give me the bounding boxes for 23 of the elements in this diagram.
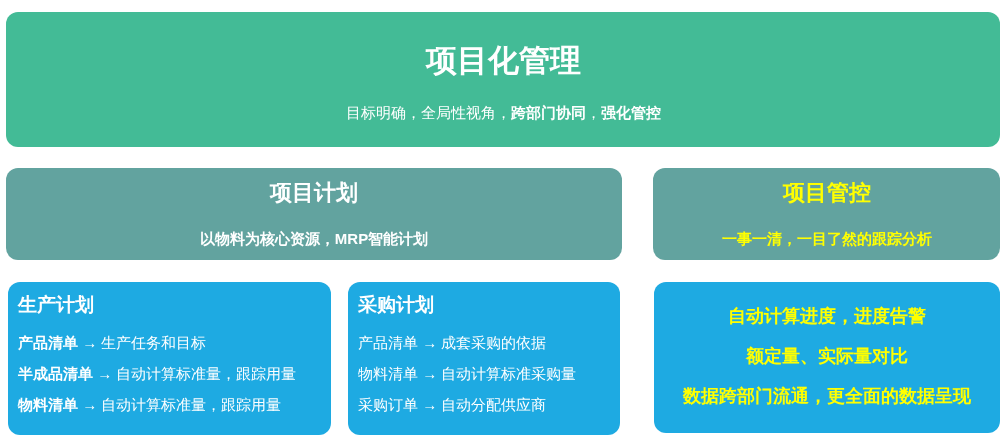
heading: 采购计划 [358, 293, 434, 317]
subheading: 目标明确，全局性视角，跨部门协同，强化管控 [344, 104, 662, 123]
banner-box [6, 12, 1000, 147]
subheading: 以物料为核心资源，MRP智能计划 [198, 230, 430, 249]
list-item: 产品清单 → 成套采购的依据 [358, 334, 547, 353]
section-header-box [653, 168, 1000, 260]
list-item: 产品清单 → 生产任务和目标 [18, 334, 207, 353]
list-card [654, 282, 1000, 433]
section-header-box [6, 168, 622, 260]
heading: 项目管控 [781, 179, 872, 207]
heading: 项目化管理 [424, 42, 582, 80]
subheading: 一事一清，一目了然的跟踪分析 [720, 230, 933, 249]
text-line: 数据跨部门流通，更全面的数据呈现 [682, 385, 972, 408]
list-item: 物料清单 → 自动计算标准量，跟踪用量 [18, 396, 282, 415]
list-item: 物料清单 → 自动计算标准采购量 [358, 365, 577, 384]
text-line: 自动计算进度，进度告警 [727, 305, 927, 328]
list-card [8, 282, 331, 435]
heading: 生产计划 [18, 293, 94, 317]
list-item: 半成品清单 → 自动计算标准量，跟踪用量 [18, 365, 297, 384]
text-line: 额定量、实际量对比 [745, 345, 909, 368]
heading: 项目计划 [268, 179, 359, 207]
list-item: 采购订单 → 自动分配供应商 [358, 396, 547, 415]
list-card [348, 282, 620, 435]
